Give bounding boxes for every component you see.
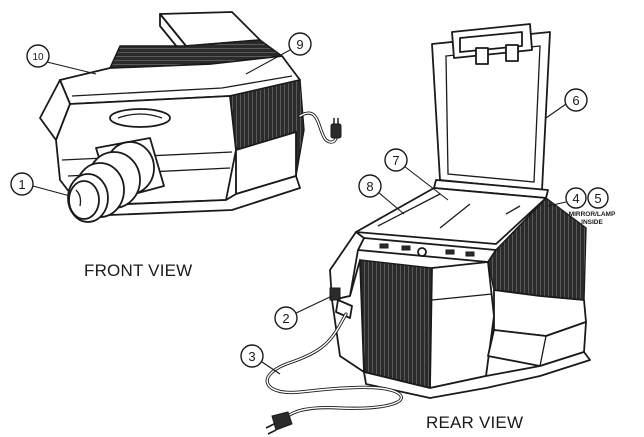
svg-text:9: 9: [296, 37, 303, 52]
callout-10: 10: [26, 44, 97, 75]
svg-text:10: 10: [32, 52, 44, 63]
callout-8: 8: [358, 174, 405, 215]
callout-3: 3: [240, 344, 281, 375]
svg-text:3: 3: [248, 349, 255, 364]
callout-9: 9: [245, 32, 312, 75]
svg-text:1: 1: [18, 177, 25, 192]
svg-text:8: 8: [366, 179, 373, 194]
svg-text:4: 4: [572, 191, 579, 206]
rear-view-label: REAR VIEW: [426, 413, 523, 432]
svg-text:5: 5: [594, 191, 601, 206]
svg-text:6: 6: [572, 93, 579, 108]
mirror-lamp-note-line1: MIRROR/LAMP: [569, 211, 616, 218]
mirror-lamp-note-line2: INSIDE: [581, 219, 603, 226]
callout-7: 7: [384, 148, 449, 201]
callout-5: 5: [587, 187, 609, 209]
callout-2: 2: [274, 295, 333, 330]
front-view-label: FRONT VIEW: [84, 261, 192, 280]
front-view-projector: [39, 11, 342, 223]
callout-1: 1: [10, 172, 71, 197]
svg-text:7: 7: [392, 153, 399, 168]
svg-text:2: 2: [282, 311, 289, 326]
rear-view-projector: [265, 23, 591, 435]
callout-4: 4: [547, 187, 587, 209]
callout-6: 6: [545, 88, 588, 119]
